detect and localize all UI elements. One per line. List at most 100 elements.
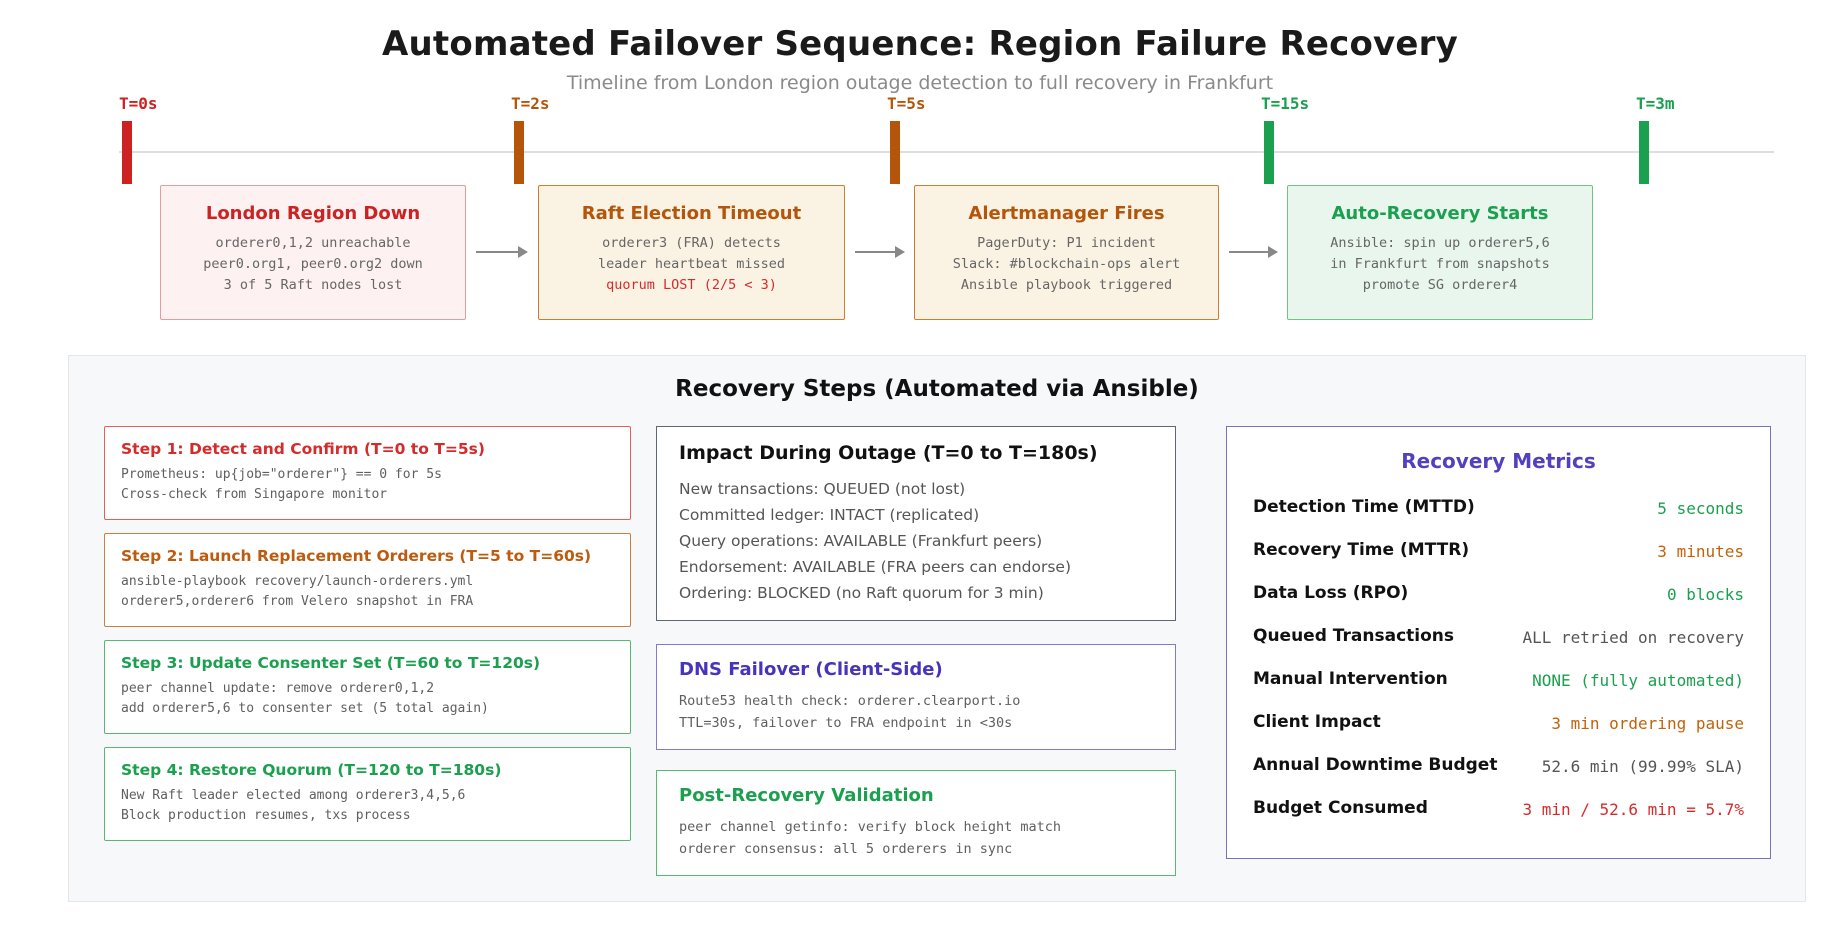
impact-title: Impact During Outage (T=0 to T=180s) <box>679 442 1098 464</box>
event-line: promote SG orderer4 <box>1362 277 1518 293</box>
event-card-alertmanager: Alertmanager Fires PagerDuty: P1 inciden… <box>914 185 1219 320</box>
event-card-auto-recovery: Auto-Recovery Starts Ansible: spin up or… <box>1287 185 1593 320</box>
timeline-marker-label: T=3m <box>1636 94 1675 113</box>
timeline-marker-t15: T=15s <box>1261 94 1309 184</box>
event-card-raft-timeout: Raft Election Timeout orderer3 (FRA) det… <box>538 185 845 320</box>
step-line: add orderer5,6 to consenter set (5 total… <box>121 701 489 716</box>
timeline-marker-t5: T=5s <box>887 94 926 184</box>
timeline-tick-icon <box>514 121 524 184</box>
dns-title: DNS Failover (Client-Side) <box>679 659 943 680</box>
event-line: peer0.org1, peer0.org2 down <box>203 256 423 272</box>
event-title: London Region Down <box>205 203 421 224</box>
validation-line: orderer consensus: all 5 orderers in syn… <box>679 841 1013 857</box>
metric-label: Detection Time (MTTD) <box>1253 497 1478 517</box>
event-line: Ansible: spin up orderer5,6 <box>1330 235 1550 251</box>
timeline-marker-t2: T=2s <box>511 94 550 184</box>
metric-label: Budget Consumed <box>1253 798 1431 818</box>
metric-value: ALL retried on recovery <box>1522 628 1744 647</box>
timeline-tick-icon <box>1264 121 1274 184</box>
arrow-right-icon <box>855 246 905 258</box>
event-line: Ansible playbook triggered <box>960 277 1173 293</box>
metric-row-client-impact: Client Impact 3 min ordering pause <box>1253 712 1744 734</box>
metric-value: 3 minutes <box>1657 542 1744 561</box>
post-recovery-validation-card: Post-Recovery Validation peer channel ge… <box>656 770 1176 876</box>
step-line: peer channel update: remove orderer0,1,2 <box>121 681 435 696</box>
metrics-title: Recovery Metrics <box>1401 449 1596 473</box>
timeline-marker-label: T=2s <box>511 94 550 113</box>
event-title: Auto-Recovery Starts <box>1331 203 1549 224</box>
metric-value: 52.6 min (99.99% SLA) <box>1541 757 1744 776</box>
metric-label: Recovery Time (MTTR) <box>1253 540 1473 560</box>
event-title: Raft Election Timeout <box>581 203 802 224</box>
metric-row-mttr: Recovery Time (MTTR) 3 minutes <box>1253 540 1744 562</box>
impact-line: Endorsement: AVAILABLE (FRA peers can en… <box>679 558 1071 576</box>
impact-column: Impact During Outage (T=0 to T=180s) New… <box>656 426 1176 876</box>
metric-row-queued-transactions: Queued Transactions ALL retried on recov… <box>1253 626 1744 648</box>
event-title: Alertmanager Fires <box>968 203 1165 224</box>
step-line: Block production resumes, txs process <box>121 808 411 823</box>
validation-line: peer channel getinfo: verify block heigh… <box>679 819 1062 835</box>
step-title: Step 3: Update Consenter Set (T=60 to T=… <box>121 654 541 672</box>
metric-row-rpo: Data Loss (RPO) 0 blocks <box>1253 583 1744 605</box>
timeline-axis <box>119 151 1774 153</box>
step-card-3: Step 3: Update Consenter Set (T=60 to T=… <box>104 640 631 734</box>
page-subtitle: Timeline from London region outage detec… <box>566 72 1274 94</box>
panel-title: Recovery Steps (Automated via Ansible) <box>675 376 1199 402</box>
event-card-london-down: London Region Down orderer0,1,2 unreacha… <box>160 185 466 320</box>
event-line: in Frankfurt from snapshots <box>1330 256 1550 272</box>
step-title: Step 1: Detect and Confirm (T=0 to T=5s) <box>121 440 485 458</box>
dns-failover-card: DNS Failover (Client-Side) Route53 healt… <box>656 644 1176 750</box>
timeline-marker-label: T=5s <box>887 94 926 113</box>
event-line-quorum-lost: quorum LOST (2/5 < 3) <box>606 277 777 293</box>
step-line: New Raft leader elected among orderer3,4… <box>121 788 466 803</box>
step-line: Prometheus: up{job="orderer"} == 0 for 5… <box>121 467 442 482</box>
event-line: orderer3 (FRA) detects <box>602 235 781 251</box>
arrow-right-icon <box>1229 246 1278 258</box>
metric-label: Annual Downtime Budget <box>1253 755 1501 775</box>
timeline-marker-t3m: T=3m <box>1636 94 1675 184</box>
step-card-1: Step 1: Detect and Confirm (T=0 to T=5s)… <box>104 426 631 520</box>
recovery-steps-panel: Recovery Steps (Automated via Ansible) S… <box>68 355 1806 902</box>
metrics-column: Recovery Metrics Detection Time (MTTD) 5… <box>1226 426 1771 859</box>
metric-row-manual-intervention: Manual Intervention NONE (fully automate… <box>1253 669 1744 691</box>
dns-line: TTL=30s, failover to FRA endpoint in <30… <box>679 715 1013 731</box>
impact-line-ordering-blocked: Ordering: BLOCKED (no Raft quorum for 3 … <box>679 584 1044 602</box>
arrow-right-icon <box>476 246 528 258</box>
step-line: ansible-playbook recovery/launch-orderer… <box>121 574 474 589</box>
validation-title: Post-Recovery Validation <box>679 785 934 806</box>
timeline-marker-label: T=0s <box>119 94 158 113</box>
impact-line: Query operations: AVAILABLE (Frankfurt p… <box>679 532 1043 550</box>
timeline-tick-icon <box>1639 121 1649 184</box>
timeline-marker-t0: T=0s <box>119 94 158 184</box>
event-line: orderer0,1,2 unreachable <box>215 235 411 251</box>
metrics-rows: Detection Time (MTTD) 5 seconds Recovery… <box>1253 497 1744 820</box>
impact-line: New transactions: QUEUED (not lost) <box>679 480 966 498</box>
step-title: Step 2: Launch Replacement Orderers (T=5… <box>121 547 592 565</box>
step-title: Step 4: Restore Quorum (T=120 to T=180s) <box>121 761 502 779</box>
metric-value: 3 min ordering pause <box>1551 714 1744 733</box>
timeline-tick-icon <box>122 121 132 184</box>
page-title: Automated Failover Sequence: Region Fail… <box>382 24 1458 64</box>
metric-value: 5 seconds <box>1657 499 1744 518</box>
timeline-marker-label: T=15s <box>1261 94 1310 113</box>
event-line: Slack: #blockchain-ops alert <box>952 256 1181 272</box>
step-line: orderer5,orderer6 from Velero snapshot i… <box>121 594 474 609</box>
impact-card: Impact During Outage (T=0 to T=180s) New… <box>656 426 1176 621</box>
impact-line: Committed ledger: INTACT (replicated) <box>679 506 980 524</box>
event-line: PagerDuty: P1 incident <box>977 235 1156 251</box>
timeline-tick-icon <box>890 121 900 184</box>
metric-label: Queued Transactions <box>1253 626 1458 646</box>
event-line: 3 of 5 Raft nodes lost <box>223 277 403 293</box>
step-line: Cross-check from Singapore monitor <box>121 487 388 502</box>
step-card-2: Step 2: Launch Replacement Orderers (T=5… <box>104 533 631 627</box>
recovery-metrics-card: Recovery Metrics Detection Time (MTTD) 5… <box>1226 426 1771 859</box>
metric-value: 0 blocks <box>1666 585 1744 604</box>
metric-row-downtime-budget: Annual Downtime Budget 52.6 min (99.99% … <box>1253 755 1744 777</box>
event-line: leader heartbeat missed <box>598 256 785 272</box>
metric-value: 3 min / 52.6 min = 5.7% <box>1522 800 1744 819</box>
metric-row-budget-consumed: Budget Consumed 3 min / 52.6 min = 5.7% <box>1253 798 1744 820</box>
steps-column: Step 1: Detect and Confirm (T=0 to T=5s)… <box>104 426 631 854</box>
metric-row-mttd: Detection Time (MTTD) 5 seconds <box>1253 497 1744 519</box>
metric-label: Data Loss (RPO) <box>1253 583 1412 603</box>
